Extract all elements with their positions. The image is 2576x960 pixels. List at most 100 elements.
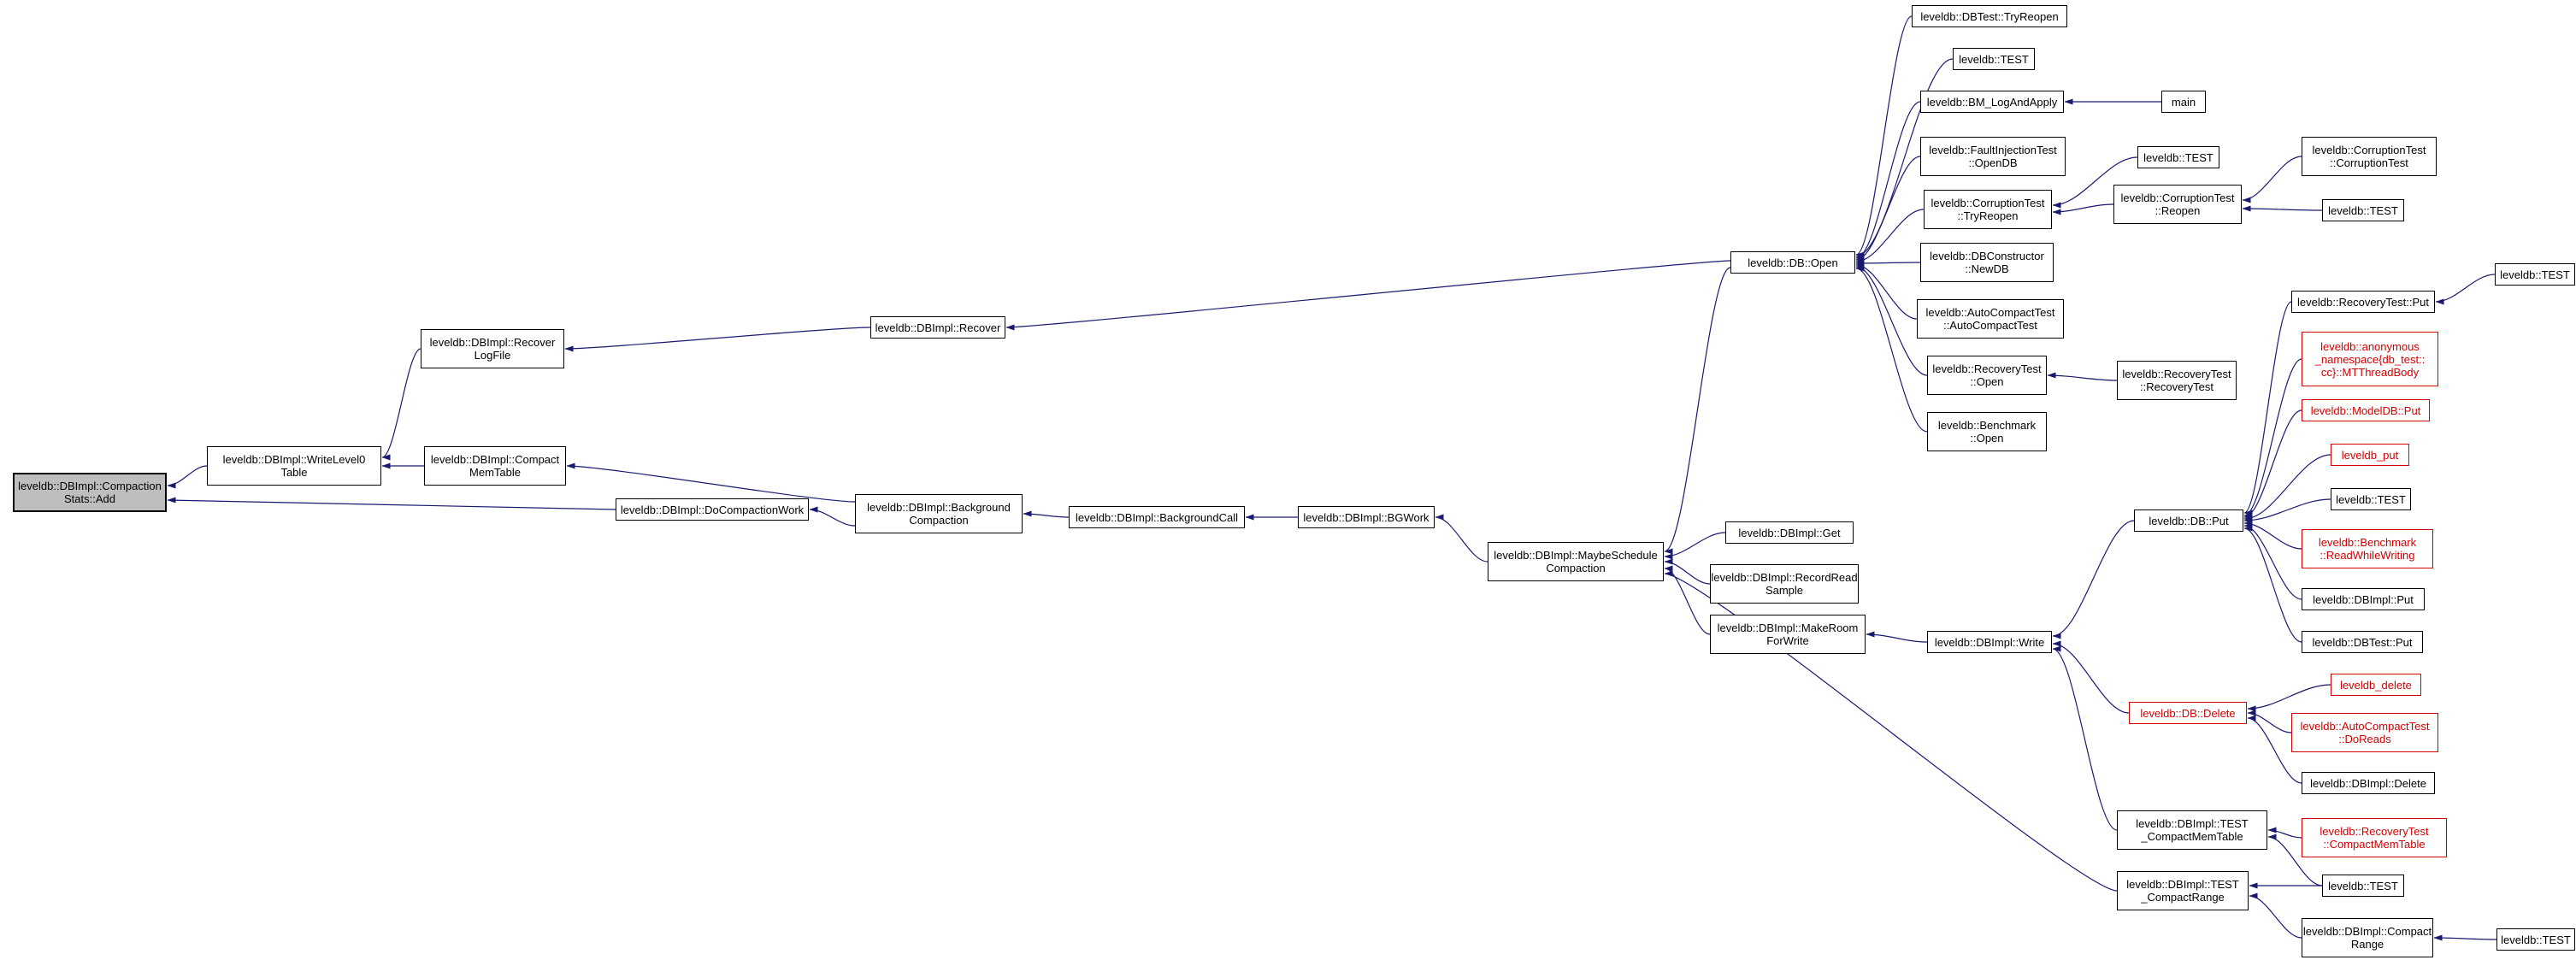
graph-node-dbimpl_put[interactable]: leveldb::DBImpl::Put: [2302, 588, 2425, 610]
graph-node-autocompact_ctor-label-1: ::AutoCompactTest: [1943, 319, 2037, 332]
graph-node-dbimpl_write[interactable]: leveldb::DBImpl::Write: [1927, 631, 2052, 653]
graph-node-test_compactrange[interactable]: leveldb::DBImpl::TEST_CompactRange: [2117, 871, 2249, 910]
edge-test_compactmemtable-to-dbimpl_write: [2052, 645, 2118, 831]
graph-node-benchmark_rww[interactable]: leveldb::Benchmark::ReadWhileWriting: [2302, 529, 2433, 568]
graph-node-recoverytest_ctor[interactable]: leveldb::RecoveryTest::RecoveryTest: [2117, 361, 2237, 400]
graph-node-recoverytest_open[interactable]: leveldb::RecoveryTest::Open: [1927, 356, 2047, 395]
edges-group: [167, 15, 2497, 941]
graph-node-test_6[interactable]: leveldb::TEST: [2322, 875, 2404, 897]
graph-node-db_put-label-0: leveldb::DB::Put: [2149, 514, 2229, 527]
graph-node-mtthreadbody-label-0: leveldb::anonymous: [2320, 339, 2420, 353]
graph-node-test_2[interactable]: leveldb::TEST: [2137, 146, 2219, 168]
graph-node-dbimpl_get[interactable]: leveldb::DBImpl::Get: [1725, 521, 1854, 544]
graph-node-db_delete[interactable]: leveldb::DB::Delete: [2129, 702, 2247, 724]
graph-node-corruption_tryreopen[interactable]: leveldb::CorruptionTest::TryReopen: [1924, 190, 2052, 229]
graph-node-dbimpl_write-label-0: leveldb::DBImpl::Write: [1934, 635, 2045, 649]
edge-recover-to-recover_logfile: [564, 327, 871, 352]
graph-node-test_5[interactable]: leveldb::TEST: [2331, 488, 2411, 510]
graph-node-test_compactrange-label-1: _CompactRange: [2141, 891, 2225, 904]
graph-node-db_put[interactable]: leveldb::DB::Put: [2134, 509, 2243, 532]
edge-test_compactrange-to-maybe_schedule: [1664, 570, 2118, 892]
edge-test_1-to-db_open: [1855, 58, 1954, 260]
edge-dbtest_tryreopen-to-db_open: [1855, 15, 1913, 258]
edge-db_put-to-dbimpl_write: [2052, 520, 2135, 639]
graph-node-dbtest_put[interactable]: leveldb::DBTest::Put: [2302, 631, 2423, 653]
graph-node-recoverytest_ctor-label-0: leveldb::RecoveryTest: [2122, 368, 2231, 380]
graph-node-recoverytest_cmt[interactable]: leveldb::RecoveryTest::CompactMemTable: [2302, 818, 2447, 857]
graph-node-leveldb_put-label-0: leveldb_put: [2341, 448, 2399, 462]
graph-node-leveldb_put[interactable]: leveldb_put: [2331, 444, 2409, 466]
graph-node-test_4[interactable]: leveldb::TEST: [2495, 263, 2575, 286]
graph-node-background_call-label-0: leveldb::DBImpl::BackgroundCall: [1075, 510, 1239, 524]
edge-test_2-to-corruption_tryreopen: [2052, 156, 2138, 209]
graph-node-recoverytest_ctor-label-1: ::RecoveryTest: [2140, 380, 2213, 393]
edge-corruption_reopen-to-corruption_tryreopen: [2052, 203, 2114, 215]
graph-node-dbimpl_delete-label-0: leveldb::DBImpl::Delete: [2310, 776, 2426, 790]
graph-node-compact_memtable-label-1: MemTable: [469, 466, 521, 479]
edge-recoverytest_open-to-db_open: [1855, 263, 1928, 376]
graph-node-dbconstructor_newdb[interactable]: leveldb::DBConstructor::NewDB: [1920, 243, 2054, 282]
graph-node-corruption_reopen[interactable]: leveldb::CorruptionTest::Reopen: [2113, 185, 2242, 224]
graph-node-recover_logfile-label-0: leveldb::DBImpl::Recover: [429, 336, 556, 349]
edge-modeldb_put-to-db_put: [2243, 409, 2302, 521]
graph-node-autocompact_doreads-label-1: ::DoReads: [2338, 733, 2391, 745]
edge-leveldb_delete-to-db_delete: [2247, 684, 2331, 712]
graph-node-do_compaction_work-label-0: leveldb::DBImpl::DoCompactionWork: [620, 503, 805, 516]
graph-node-benchmark_open[interactable]: leveldb::Benchmark::Open: [1927, 412, 2047, 451]
edge-background_compaction-to-compact_memtable: [566, 462, 856, 503]
edge-background_call-to-background_compaction: [1023, 510, 1070, 518]
graph-node-background_compaction-label-1: Compaction: [909, 514, 969, 527]
graph-node-mtthreadbody[interactable]: leveldb::anonymous_namespace{db_test::cc…: [2302, 332, 2438, 386]
graph-node-recover[interactable]: leveldb::DBImpl::Recover: [870, 316, 1005, 339]
graph-node-test_compactmemtable[interactable]: leveldb::DBImpl::TEST_CompactMemTable: [2117, 810, 2267, 850]
graph-node-dbimpl_delete[interactable]: leveldb::DBImpl::Delete: [2302, 772, 2435, 794]
edge-background_compaction-to-do_compaction_work: [809, 506, 856, 527]
graph-node-faultinjection_opendb[interactable]: leveldb::FaultInjectionTest::OpenDB: [1920, 137, 2066, 176]
graph-node-benchmark_rww-label-0: leveldb::Benchmark: [2318, 536, 2417, 549]
graph-node-autocompact_ctor[interactable]: leveldb::AutoCompactTest::AutoCompactTes…: [1917, 299, 2064, 339]
graph-node-test_2-label-0: leveldb::TEST: [2143, 150, 2213, 164]
graph-node-do_compaction_work[interactable]: leveldb::DBImpl::DoCompactionWork: [616, 498, 809, 521]
graph-node-corruption_ctor[interactable]: leveldb::CorruptionTest::CorruptionTest: [2302, 137, 2437, 176]
graph-node-bgwork[interactable]: leveldb::DBImpl::BGWork: [1298, 506, 1435, 528]
graph-node-main[interactable]: main: [2161, 91, 2206, 113]
graph-node-autocompact_doreads[interactable]: leveldb::AutoCompactTest::DoReads: [2291, 713, 2438, 752]
graph-node-dbtest_tryreopen[interactable]: leveldb::DBTest::TryReopen: [1912, 5, 2067, 27]
edge-maybe_schedule-to-bgwork: [1435, 514, 1488, 562]
graph-node-add-label-0: leveldb::DBImpl::Compaction: [18, 480, 162, 492]
graph-node-test_5-label-0: leveldb::TEST: [2336, 492, 2406, 506]
graph-node-bm_logandapply[interactable]: leveldb::BM_LogAndApply: [1920, 91, 2064, 113]
edge-db_delete-to-dbimpl_write: [2052, 640, 2130, 714]
graph-node-benchmark_open-label-0: leveldb::Benchmark: [1937, 419, 2037, 432]
edge-corruption_tryreopen-to-db_open: [1855, 209, 1925, 265]
graph-node-background_call[interactable]: leveldb::DBImpl::BackgroundCall: [1069, 506, 1245, 528]
graph-node-modeldb_put[interactable]: leveldb::ModelDB::Put: [2302, 399, 2430, 421]
edge-db_open-to-maybe_schedule: [1664, 267, 1731, 555]
graph-node-db_open[interactable]: leveldb::DB::Open: [1730, 251, 1855, 274]
graph-node-recoverytest_put[interactable]: leveldb::RecoveryTest::Put: [2291, 291, 2435, 313]
graph-node-recordreadsample-label-1: Sample: [1765, 584, 1804, 597]
edge-recordreadsample-to-maybe_schedule: [1664, 558, 1711, 585]
graph-node-test_compactrange-label-0: leveldb::DBImpl::TEST: [2126, 878, 2239, 891]
edge-compactrange-to-test_compactrange: [2249, 892, 2302, 939]
edge-recoverytest_ctor-to-recoverytest_open: [2047, 372, 2118, 381]
graph-node-leveldb_delete[interactable]: leveldb_delete: [2331, 674, 2421, 696]
edge-db_open-to-recover: [1005, 260, 1731, 331]
graph-node-test_7[interactable]: leveldb::TEST: [2496, 928, 2575, 951]
graph-node-test_1[interactable]: leveldb::TEST: [1953, 48, 2035, 70]
edge-dbimpl_get-to-maybe_schedule: [1664, 532, 1726, 560]
graph-node-compactrange-label-0: leveldb::DBImpl::Compact: [2302, 925, 2432, 938]
graph-node-recoverytest_cmt-label-1: ::CompactMemTable: [2323, 838, 2426, 851]
graph-node-test_3[interactable]: leveldb::TEST: [2322, 199, 2404, 221]
edge-dbimpl_delete-to-db_delete: [2247, 715, 2302, 784]
